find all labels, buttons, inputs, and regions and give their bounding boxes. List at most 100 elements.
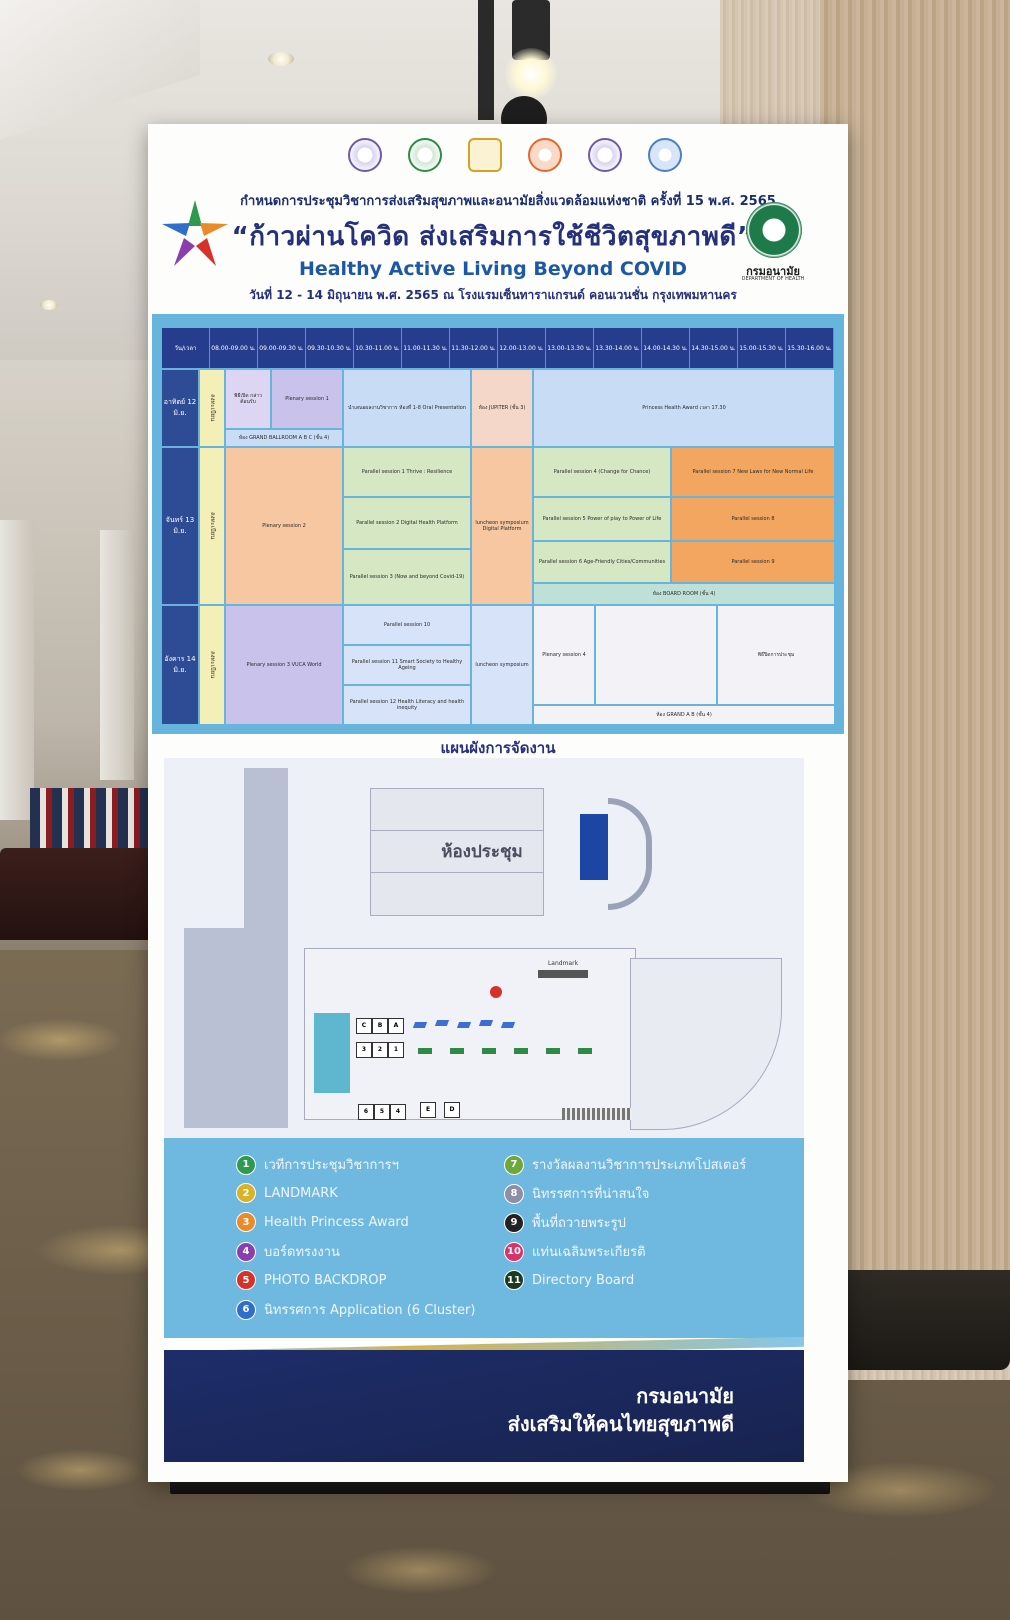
schedule-cell: Plenary session 1 xyxy=(272,370,342,428)
legend-item: 10 แท่นเฉลิมพระเกียรติ xyxy=(504,1241,646,1262)
legend-label: เวทีการประชุมวิชาการฯ xyxy=(264,1158,399,1173)
map-legend: 1 เวทีการประชุมวิชาการฯ 2 LANDMARK 3 Hea… xyxy=(164,1138,804,1338)
poster-date-venue: วันที่ 12 - 14 มิถุนายน พ.ศ. 2565 ณ โรงแ… xyxy=(249,288,737,302)
header-cell: 14.00-14.30 น. xyxy=(642,328,690,368)
landmark-label: Landmark xyxy=(547,960,579,967)
legend-number: 8 xyxy=(504,1183,524,1204)
header-cell: 15.00-15.30 น. xyxy=(738,328,786,368)
legend-number: 7 xyxy=(504,1154,524,1175)
header-cell: 08.00-09.00 น. xyxy=(210,328,258,368)
legend-number: 2 xyxy=(236,1183,256,1203)
legend-label: Health Princess Award xyxy=(264,1214,409,1230)
partner-logo xyxy=(528,138,562,172)
schedule-cell: Parallel session 7 New Laws for New Norm… xyxy=(672,448,834,496)
header-cell: 11.00-11.30 น. xyxy=(402,328,450,368)
legend-label: แท่นเฉลิมพระเกียรติ xyxy=(532,1245,646,1260)
schedule-cell: Plenary session 3 VUCA World xyxy=(226,606,342,724)
booth-c: C xyxy=(356,1018,372,1034)
schedule-cell: Parallel session 12 Health Literacy and … xyxy=(344,686,470,724)
schedule-cell xyxy=(596,606,716,704)
schedule-cell: Plenary session 4 xyxy=(534,606,594,704)
header-cell: 09.00-09.30 น. xyxy=(258,328,306,368)
event-poster: กำหนดการประชุมวิชาการส่งเสริมสุขภาพและอน… xyxy=(148,124,848,1482)
partner-logo xyxy=(648,138,682,172)
meeting-room-label: ห้องประชุม xyxy=(441,842,523,862)
schedule-cell: ห้อง BOARD ROOM (ชั้น 4) xyxy=(534,584,834,604)
header-cell: 15.30-16.00 น. xyxy=(786,328,834,368)
header-cell: 14.30-15.00 น. xyxy=(690,328,738,368)
poster-board-marker xyxy=(546,1048,560,1054)
schedule-cell: นำเสนอผลงานวิชาการ ห้องที่ 1-8 Oral Pres… xyxy=(344,370,470,446)
footer-organization: กรมอนามัย xyxy=(636,1384,734,1408)
schedule-cell: Parallel session 11 Smart Society to Hea… xyxy=(344,646,470,684)
legend-number: 5 xyxy=(236,1270,256,1290)
schedule-cell: ห้อง GRAND BALLROOM A B C (ชั้น 4) xyxy=(226,430,342,446)
day-label: จันทร์ 13 มิ.ย. xyxy=(162,448,198,604)
partner-logo xyxy=(588,138,622,172)
legend-number: 10 xyxy=(504,1241,524,1262)
schedule-header: วัน/เวลา 08.00-09.00 น. 09.00-09.30 น. 0… xyxy=(162,328,834,368)
schedule-cell: Parallel session 4 (Change for Chance) xyxy=(534,448,670,496)
legend-label: นิทรรศการ Application (6 Cluster) xyxy=(264,1303,476,1318)
schedule-cell: Parallel session 6 Age-Friendly Cities/C… xyxy=(534,542,670,582)
app-exhibit-marker xyxy=(434,1020,450,1026)
schedule-cell: ห้อง JUPITER (ชั้น 3) xyxy=(472,370,532,446)
outdoor-terrace xyxy=(630,958,782,1130)
poster-board-marker xyxy=(418,1048,432,1054)
partner-logos xyxy=(348,138,682,172)
legend-item: 5 PHOTO BACKDROP xyxy=(236,1270,386,1290)
schedule-cell: Parallel session 3 (Now and beyond Covid… xyxy=(344,550,470,604)
legend-label: Directory Board xyxy=(532,1272,635,1288)
stage-seating xyxy=(608,798,652,910)
legend-item: 7 รางวัลผลงานวิชาการประเภทโปสเตอร์ xyxy=(504,1154,746,1175)
booth-table xyxy=(0,848,168,940)
booth-b: B xyxy=(372,1018,388,1034)
registration-cell: ลงทะเบียน xyxy=(200,606,224,724)
escalator xyxy=(562,1108,632,1120)
legend-item: 9 พื้นที่ถวายพระรูป xyxy=(504,1212,626,1233)
ceiling-light xyxy=(268,52,294,66)
legend-item: 3 Health Princess Award xyxy=(236,1212,409,1232)
header-cell: 09.30-10.30 น. xyxy=(306,328,354,368)
booth-3: 3 xyxy=(356,1042,372,1058)
day-label: อังคาร 14 มิ.ย. xyxy=(162,606,198,724)
poster-board-marker xyxy=(482,1048,496,1054)
stage-area xyxy=(580,814,608,880)
photo-area xyxy=(314,1013,350,1093)
hall-pillar xyxy=(0,520,34,820)
schedule-cell: Parallel session 1 Thrive : Resilience xyxy=(344,448,470,496)
legend-number: 1 xyxy=(236,1154,256,1175)
legend-number: 3 xyxy=(236,1212,256,1232)
header-cell: วัน/เวลา xyxy=(162,328,210,368)
ceiling-light xyxy=(40,300,58,310)
photo-backdrop-marker xyxy=(490,986,502,998)
legend-number: 9 xyxy=(504,1212,524,1233)
meeting-room xyxy=(370,830,544,874)
department-name-en: DEPARTMENT OF HEALTH xyxy=(741,276,805,282)
schedule-table: วัน/เวลา 08.00-09.00 น. 09.00-09.30 น. 0… xyxy=(152,314,844,734)
partner-logo xyxy=(348,138,382,172)
app-exhibit-marker xyxy=(478,1020,494,1026)
legend-item: 4 บอร์ดทรงงาน xyxy=(236,1241,340,1262)
department-name: กรมอนามัย xyxy=(746,265,800,278)
app-exhibit-marker xyxy=(456,1022,472,1028)
header-cell: 11.30-12.00 น. xyxy=(450,328,498,368)
hall-pillar xyxy=(100,530,134,780)
partner-logo xyxy=(408,138,442,172)
day-label: อาทิตย์ 12 มิ.ย. xyxy=(162,370,198,446)
meeting-room xyxy=(370,872,544,916)
registration-cell: ลงทะเบียน xyxy=(200,370,224,446)
booth-4: 4 xyxy=(390,1104,406,1120)
ceiling-rail xyxy=(478,0,494,120)
booth-a: A xyxy=(388,1018,404,1034)
schedule-cell: Parallel session 9 xyxy=(672,542,834,582)
exhibition-goods xyxy=(30,788,160,848)
registration-cell: ลงทะเบียน xyxy=(200,448,224,604)
legend-item: 1 เวทีการประชุมวิชาการฯ xyxy=(236,1154,399,1175)
column-base xyxy=(818,1270,1010,1370)
app-exhibit-marker xyxy=(412,1022,428,1028)
header-cell: 10.30-11.00 น. xyxy=(354,328,402,368)
legend-item: 2 LANDMARK xyxy=(236,1183,338,1203)
legend-label: บอร์ดทรงงาน xyxy=(264,1245,340,1260)
poster-english-title: Healthy Active Living Beyond COVID xyxy=(298,258,688,280)
